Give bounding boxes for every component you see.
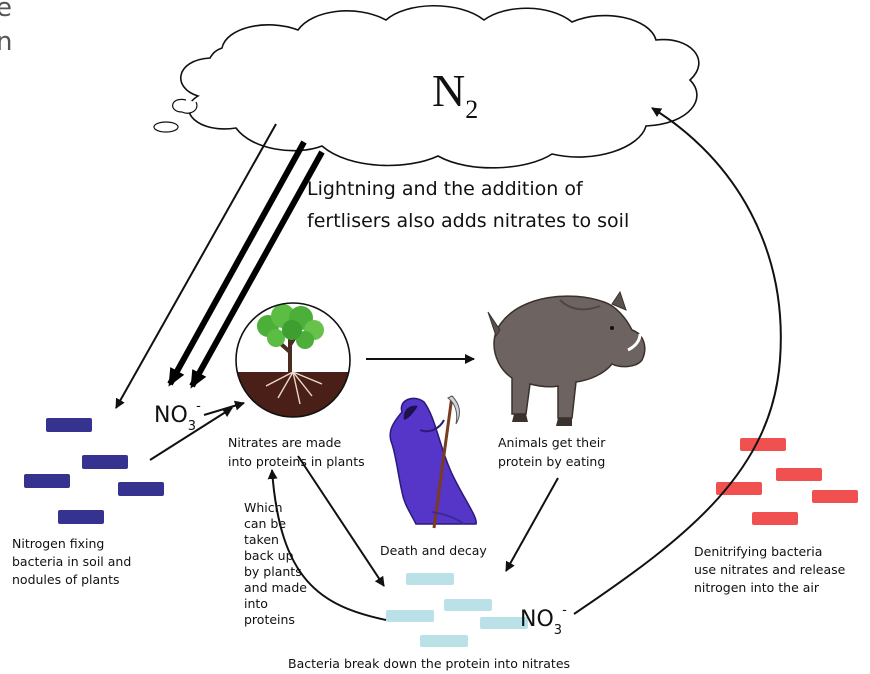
boar-icon xyxy=(488,292,645,426)
taken-back-label-line3: taken xyxy=(244,532,279,547)
denitrifying-bacteria xyxy=(716,438,858,525)
taken-back-label-line5: by plants xyxy=(244,564,302,579)
tree-icon xyxy=(230,303,360,432)
taken-back-label-line2: can be xyxy=(244,516,286,531)
denitrifying-label-line1: Denitrifying bacteria xyxy=(694,544,822,559)
taken-back-label-line8: proteins xyxy=(244,612,295,627)
lightning-note-line1: Lightning and the addition of xyxy=(307,178,584,200)
plants-label-line1: Nitrates are made xyxy=(228,435,342,450)
nitrate-bottom-label: NO3- xyxy=(520,603,567,638)
denitrifying-label-line2: use nitrates and release xyxy=(694,562,846,577)
cloud-icon xyxy=(154,6,699,168)
taken-back-label-line4: back up xyxy=(244,548,294,563)
arrow-plants-to-decomposers xyxy=(298,456,384,586)
fixing-label-line3: nodules of plants xyxy=(12,572,120,587)
corner-text-line2: n xyxy=(0,27,12,57)
decomposer-bacteria xyxy=(386,573,528,647)
plants-label-line2: into proteins in plants xyxy=(228,454,365,469)
grim-reaper-icon xyxy=(390,396,476,528)
fixing-label-line1: Nitrogen fixing xyxy=(12,536,104,551)
bacteria-break-label: Bacteria break down the protein into nit… xyxy=(288,656,570,671)
corner-text-line1: e xyxy=(0,0,12,23)
arrow-decomposers-back-to-plants xyxy=(272,470,386,620)
death-decay-label: Death and decay xyxy=(380,543,487,558)
taken-back-label-line1: Which xyxy=(244,500,283,515)
denitrifying-label-line3: nitrogen into the air xyxy=(694,580,820,595)
animals-label-line1: Animals get their xyxy=(498,435,606,450)
animals-label-line2: protein by eating xyxy=(498,454,605,469)
fixing-bacteria xyxy=(24,418,164,524)
taken-back-label-line7: into xyxy=(244,596,268,611)
fixing-label-line2: bacteria in soil and xyxy=(12,554,131,569)
taken-back-label-line6: and made xyxy=(244,580,307,595)
lightning-note-line2: fertlisers also adds nitrates to soil xyxy=(307,210,629,232)
nitrate-left-label: NO3- xyxy=(154,399,201,434)
arrow-animals-to-decomposers xyxy=(506,478,558,571)
